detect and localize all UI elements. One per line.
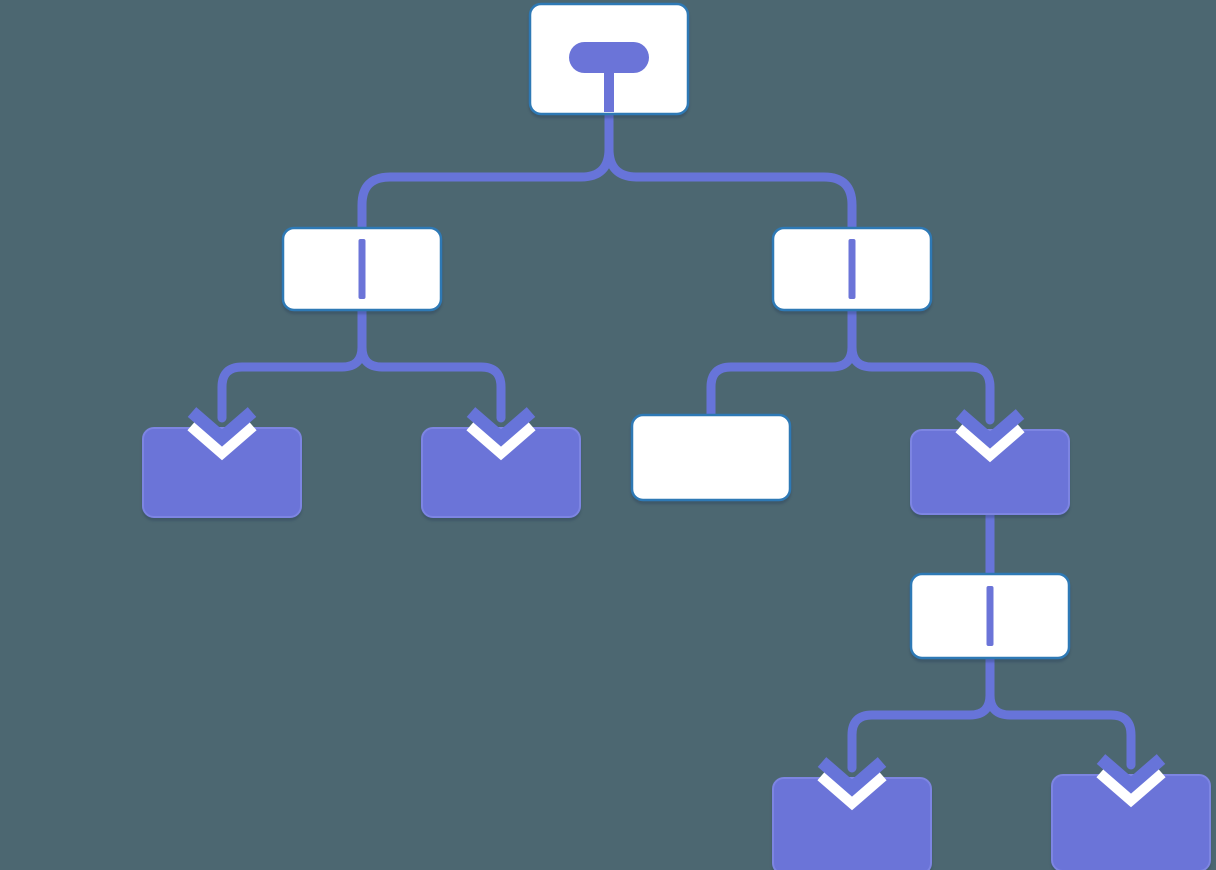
connector-layer <box>217 105 1136 773</box>
arrow-down-icon <box>466 407 536 447</box>
connector-edge <box>604 105 857 239</box>
vertical-bar-icon <box>358 239 366 299</box>
vertical-bar-icon <box>848 239 856 299</box>
connector-edge <box>985 649 1136 770</box>
leaf-node-2-box[interactable] <box>421 427 581 518</box>
arrow-down-icon <box>955 409 1025 449</box>
connector-edge <box>847 649 995 773</box>
branch-node-bottom[interactable] <box>909 572 1071 660</box>
arrow-down-outline-icon <box>187 419 257 461</box>
connector-edge <box>847 301 995 425</box>
arrow-layer <box>187 407 1166 811</box>
leaf-node-3-box[interactable] <box>772 777 932 870</box>
arrow-down-icon <box>187 407 257 447</box>
branch-node-left[interactable] <box>281 226 443 312</box>
node-layer <box>142 2 1211 870</box>
vertical-bar-icon <box>986 586 994 646</box>
arrow-down-outline-icon <box>466 419 536 461</box>
leaf-node-4[interactable] <box>1051 774 1211 870</box>
leaf-node-1[interactable] <box>142 427 302 518</box>
leaf-node-3[interactable] <box>772 777 932 870</box>
child-node-plain[interactable] <box>630 413 792 502</box>
leaf-node-4-box[interactable] <box>1051 774 1211 870</box>
subtree-parent-node[interactable] <box>910 429 1070 515</box>
arrow-down-outline-icon <box>1096 766 1166 808</box>
arrow-down-outline-icon <box>817 769 887 811</box>
child-node-plain-box[interactable] <box>630 413 792 502</box>
connector-edge <box>217 301 367 423</box>
root-pill-icon <box>569 42 649 73</box>
leaf-node-2[interactable] <box>421 427 581 518</box>
connector-edge <box>706 301 857 426</box>
arrow-down-outline-icon <box>955 421 1025 463</box>
connector-edge <box>357 105 614 239</box>
connector-edge <box>357 301 506 423</box>
root-pill-stem <box>604 68 614 112</box>
subtree-parent-node-box[interactable] <box>910 429 1070 515</box>
root-node[interactable] <box>528 2 690 116</box>
arrow-down-icon <box>1096 754 1166 794</box>
leaf-node-1-box[interactable] <box>142 427 302 518</box>
arrow-down-icon <box>817 757 887 797</box>
branch-node-right[interactable] <box>771 226 933 312</box>
